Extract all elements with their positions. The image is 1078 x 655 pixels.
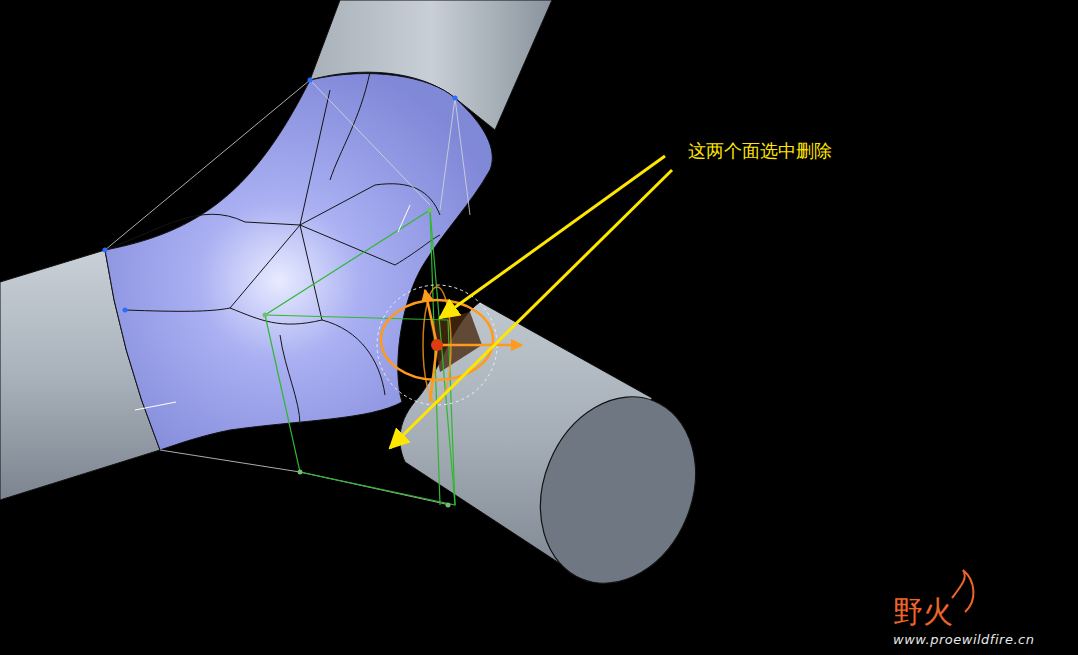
callout-note: 这两个面选中删除 (688, 139, 832, 163)
watermark-logo: 野火 (893, 592, 953, 633)
watermark-url: www.proewildfire.cn (893, 632, 1034, 647)
